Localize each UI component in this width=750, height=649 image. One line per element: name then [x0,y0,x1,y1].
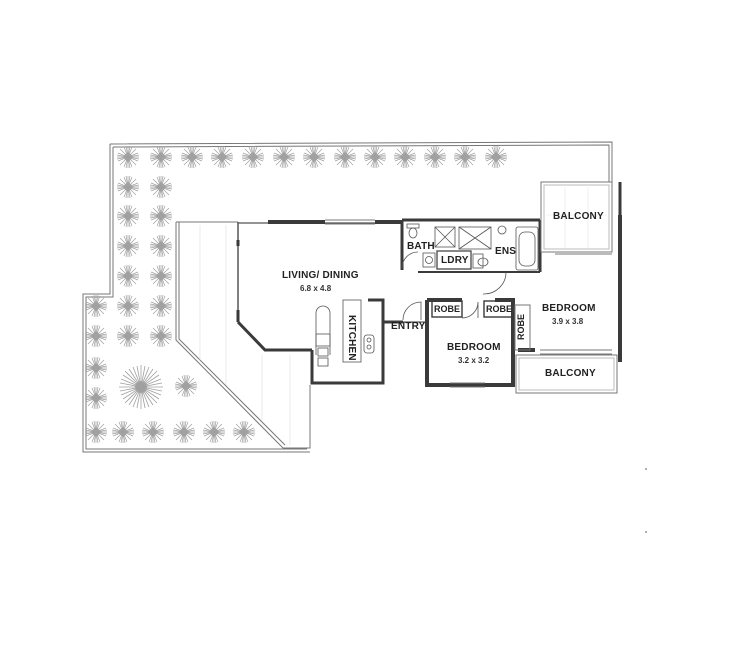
robes [431,300,531,351]
wet-area-fixtures [401,223,539,271]
room-label-bedroom-2: BEDROOM [447,342,501,353]
room-label-balcony-bottom: BALCONY [545,368,596,379]
room-label-laundry: LDRY [441,255,469,266]
windows [325,219,612,388]
room-size-bedroom-2: 3.2 x 3.2 [458,356,490,365]
room-label-kitchen: KITCHEN [346,315,357,361]
room-size-living-dining: 6.8 x 4.8 [300,284,332,293]
room-size-bedroom-1: 3.9 x 3.8 [552,317,584,326]
room-label-bath: BATH [407,241,435,252]
room-label-robe-3: ROBE [516,313,526,340]
room-label-living-dining: LIVING/ DINING [282,270,359,281]
scan-speck [645,468,647,470]
room-label-robe-2: ROBE [486,304,513,314]
terrace-boundary [82,141,613,453]
room-label-ensuite: ENS [495,246,517,257]
room-label-entry: ENTRY [391,321,426,332]
door-swings [402,271,507,321]
kitchen-fixtures [315,299,375,367]
balconies [515,181,622,394]
walls [236,215,622,387]
room-label-balcony-top: BALCONY [553,211,604,222]
room-label-robe-1: ROBE [434,304,461,314]
room-label-bedroom-1: BEDROOM [542,303,596,314]
scan-speck [645,531,647,533]
landscaping-shrubs [84,145,508,444]
deck [175,221,311,449]
